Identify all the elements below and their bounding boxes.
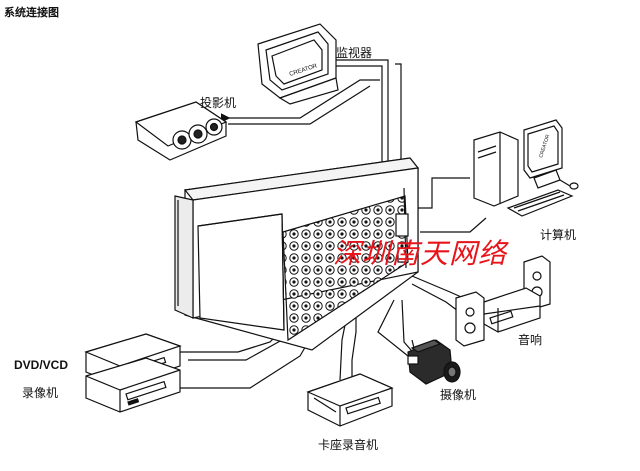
matrix-switcher	[174, 157, 420, 351]
dvd-label: DVD/VCD	[14, 358, 69, 372]
computer-device: CREATOR	[473, 119, 579, 217]
audio-label: 音响	[518, 333, 543, 347]
vcr-label: 录像机	[22, 386, 59, 400]
projector-label: 投影机	[200, 96, 237, 110]
camera-device	[407, 339, 461, 385]
monitor-label: 监视器	[336, 46, 373, 60]
vcr-device	[85, 357, 181, 413]
computer-label: 计算机	[540, 228, 577, 242]
watermark-text: 深圳南天网络	[333, 237, 508, 270]
diagram-title: 系统连接图	[4, 6, 59, 19]
camera-label: 摄像机	[440, 388, 477, 402]
cassette-label: 卡座录音机	[318, 438, 379, 452]
monitor-device: CREATOR	[257, 23, 339, 105]
audio-device	[455, 255, 551, 347]
cassette-device	[306, 373, 394, 427]
projector-device	[134, 101, 228, 161]
